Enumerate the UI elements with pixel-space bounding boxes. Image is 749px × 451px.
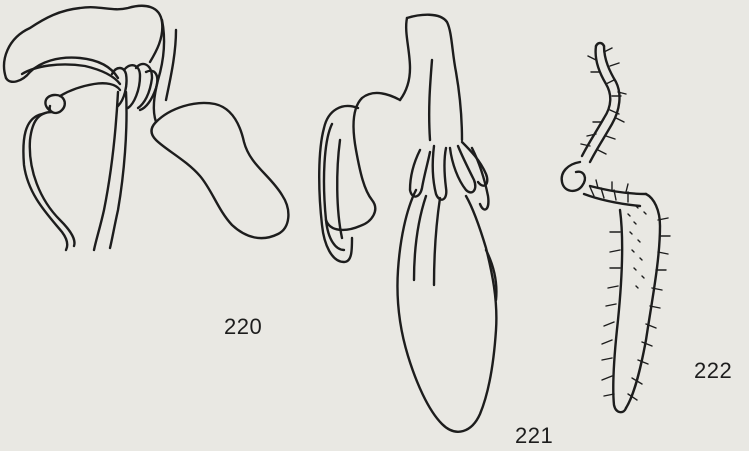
figure-220-label: 220: [224, 314, 262, 340]
figure-222-drawing: [562, 43, 660, 412]
setae-marks: [581, 48, 670, 400]
figure-222-label: 222: [694, 358, 732, 384]
figure-221-label: 221: [515, 423, 553, 449]
figure-221-drawing: [319, 15, 496, 432]
figure-220-drawing: [4, 6, 288, 250]
